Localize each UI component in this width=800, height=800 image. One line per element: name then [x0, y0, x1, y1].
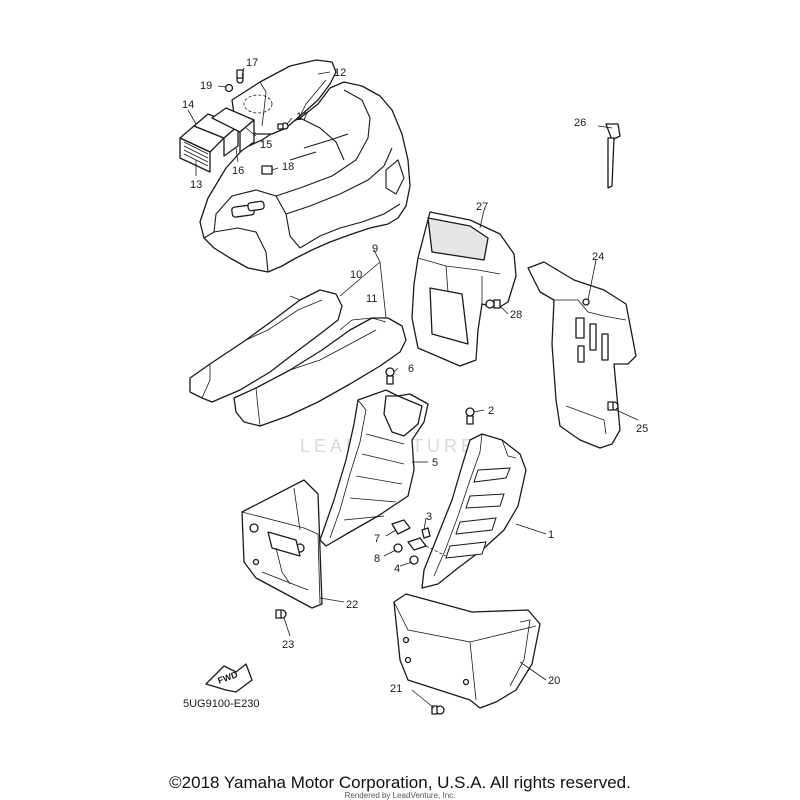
strap-26 — [605, 123, 621, 189]
callout-28: 28 — [510, 309, 522, 321]
callout-numbers: 1 2 3 4 5 6 7 8 9 10 11 12 13 14 15 16 1… — [182, 57, 648, 695]
callout-25: 25 — [636, 423, 648, 435]
callout-7: 7 — [374, 533, 380, 545]
duct-10 — [189, 289, 343, 403]
callout-2: 2 — [488, 405, 494, 417]
screw-17-right — [277, 122, 289, 130]
callout-12: 12 — [334, 67, 346, 79]
diagram-code: 5UG9100-E230 — [183, 698, 260, 710]
plate-15-16 — [211, 107, 255, 153]
callout-17-top: 17 — [246, 57, 258, 69]
callout-9: 9 — [372, 243, 378, 255]
callout-18: 18 — [282, 161, 294, 173]
screw-17-top — [236, 69, 244, 84]
callout-14: 14 — [182, 99, 194, 111]
side-panel-1 — [421, 433, 527, 589]
clip-7 — [391, 519, 411, 535]
hatch-lid — [231, 59, 337, 135]
panel-27 — [411, 211, 517, 367]
callout-10: 10 — [350, 269, 362, 281]
callout-22: 22 — [346, 599, 358, 611]
callout-13: 13 — [190, 179, 202, 191]
hood-cover — [199, 81, 411, 273]
side-panel-5 — [319, 389, 429, 547]
leader-lines — [187, 67, 639, 709]
bolt-28 — [485, 299, 501, 309]
copyright-notice: ©2018 Yamaha Motor Corporation, U.S.A. A… — [169, 773, 631, 792]
lower-panel-20 — [393, 593, 541, 709]
screw-2 — [465, 407, 475, 425]
duct-11 — [233, 317, 407, 427]
bolt-21 — [431, 705, 445, 715]
fwd-arrow-icon: FWD — [205, 663, 253, 693]
callout-20: 20 — [548, 675, 560, 687]
screw-19 — [224, 83, 234, 93]
callout-3: 3 — [426, 511, 432, 523]
rendered-by-notice: Rendered by LeadVenture, Inc. — [344, 791, 456, 800]
clip-18 — [261, 165, 273, 175]
fastener-6 — [385, 367, 395, 385]
callout-4: 4 — [394, 563, 400, 575]
callout-8: 8 — [374, 553, 380, 565]
callout-6: 6 — [408, 363, 414, 375]
callout-16: 16 — [232, 165, 244, 177]
callout-21: 21 — [390, 683, 402, 695]
callout-26: 26 — [574, 117, 586, 129]
bolt-23 — [275, 609, 287, 619]
callout-24: 24 — [592, 251, 604, 263]
callout-17-right: 17 — [296, 111, 308, 123]
callout-23: 23 — [282, 639, 294, 651]
callout-5: 5 — [432, 457, 438, 469]
callout-27: 27 — [476, 201, 488, 213]
vent-grille-13 — [179, 125, 225, 173]
callout-19: 19 — [200, 80, 212, 92]
clip-3-4 — [407, 527, 447, 565]
panel-24 — [527, 261, 637, 449]
callout-15: 15 — [260, 139, 272, 151]
callout-1: 1 — [548, 529, 554, 541]
lower-panel-22 — [241, 479, 323, 609]
bolt-25 — [607, 401, 619, 411]
callout-11: 11 — [366, 293, 377, 305]
